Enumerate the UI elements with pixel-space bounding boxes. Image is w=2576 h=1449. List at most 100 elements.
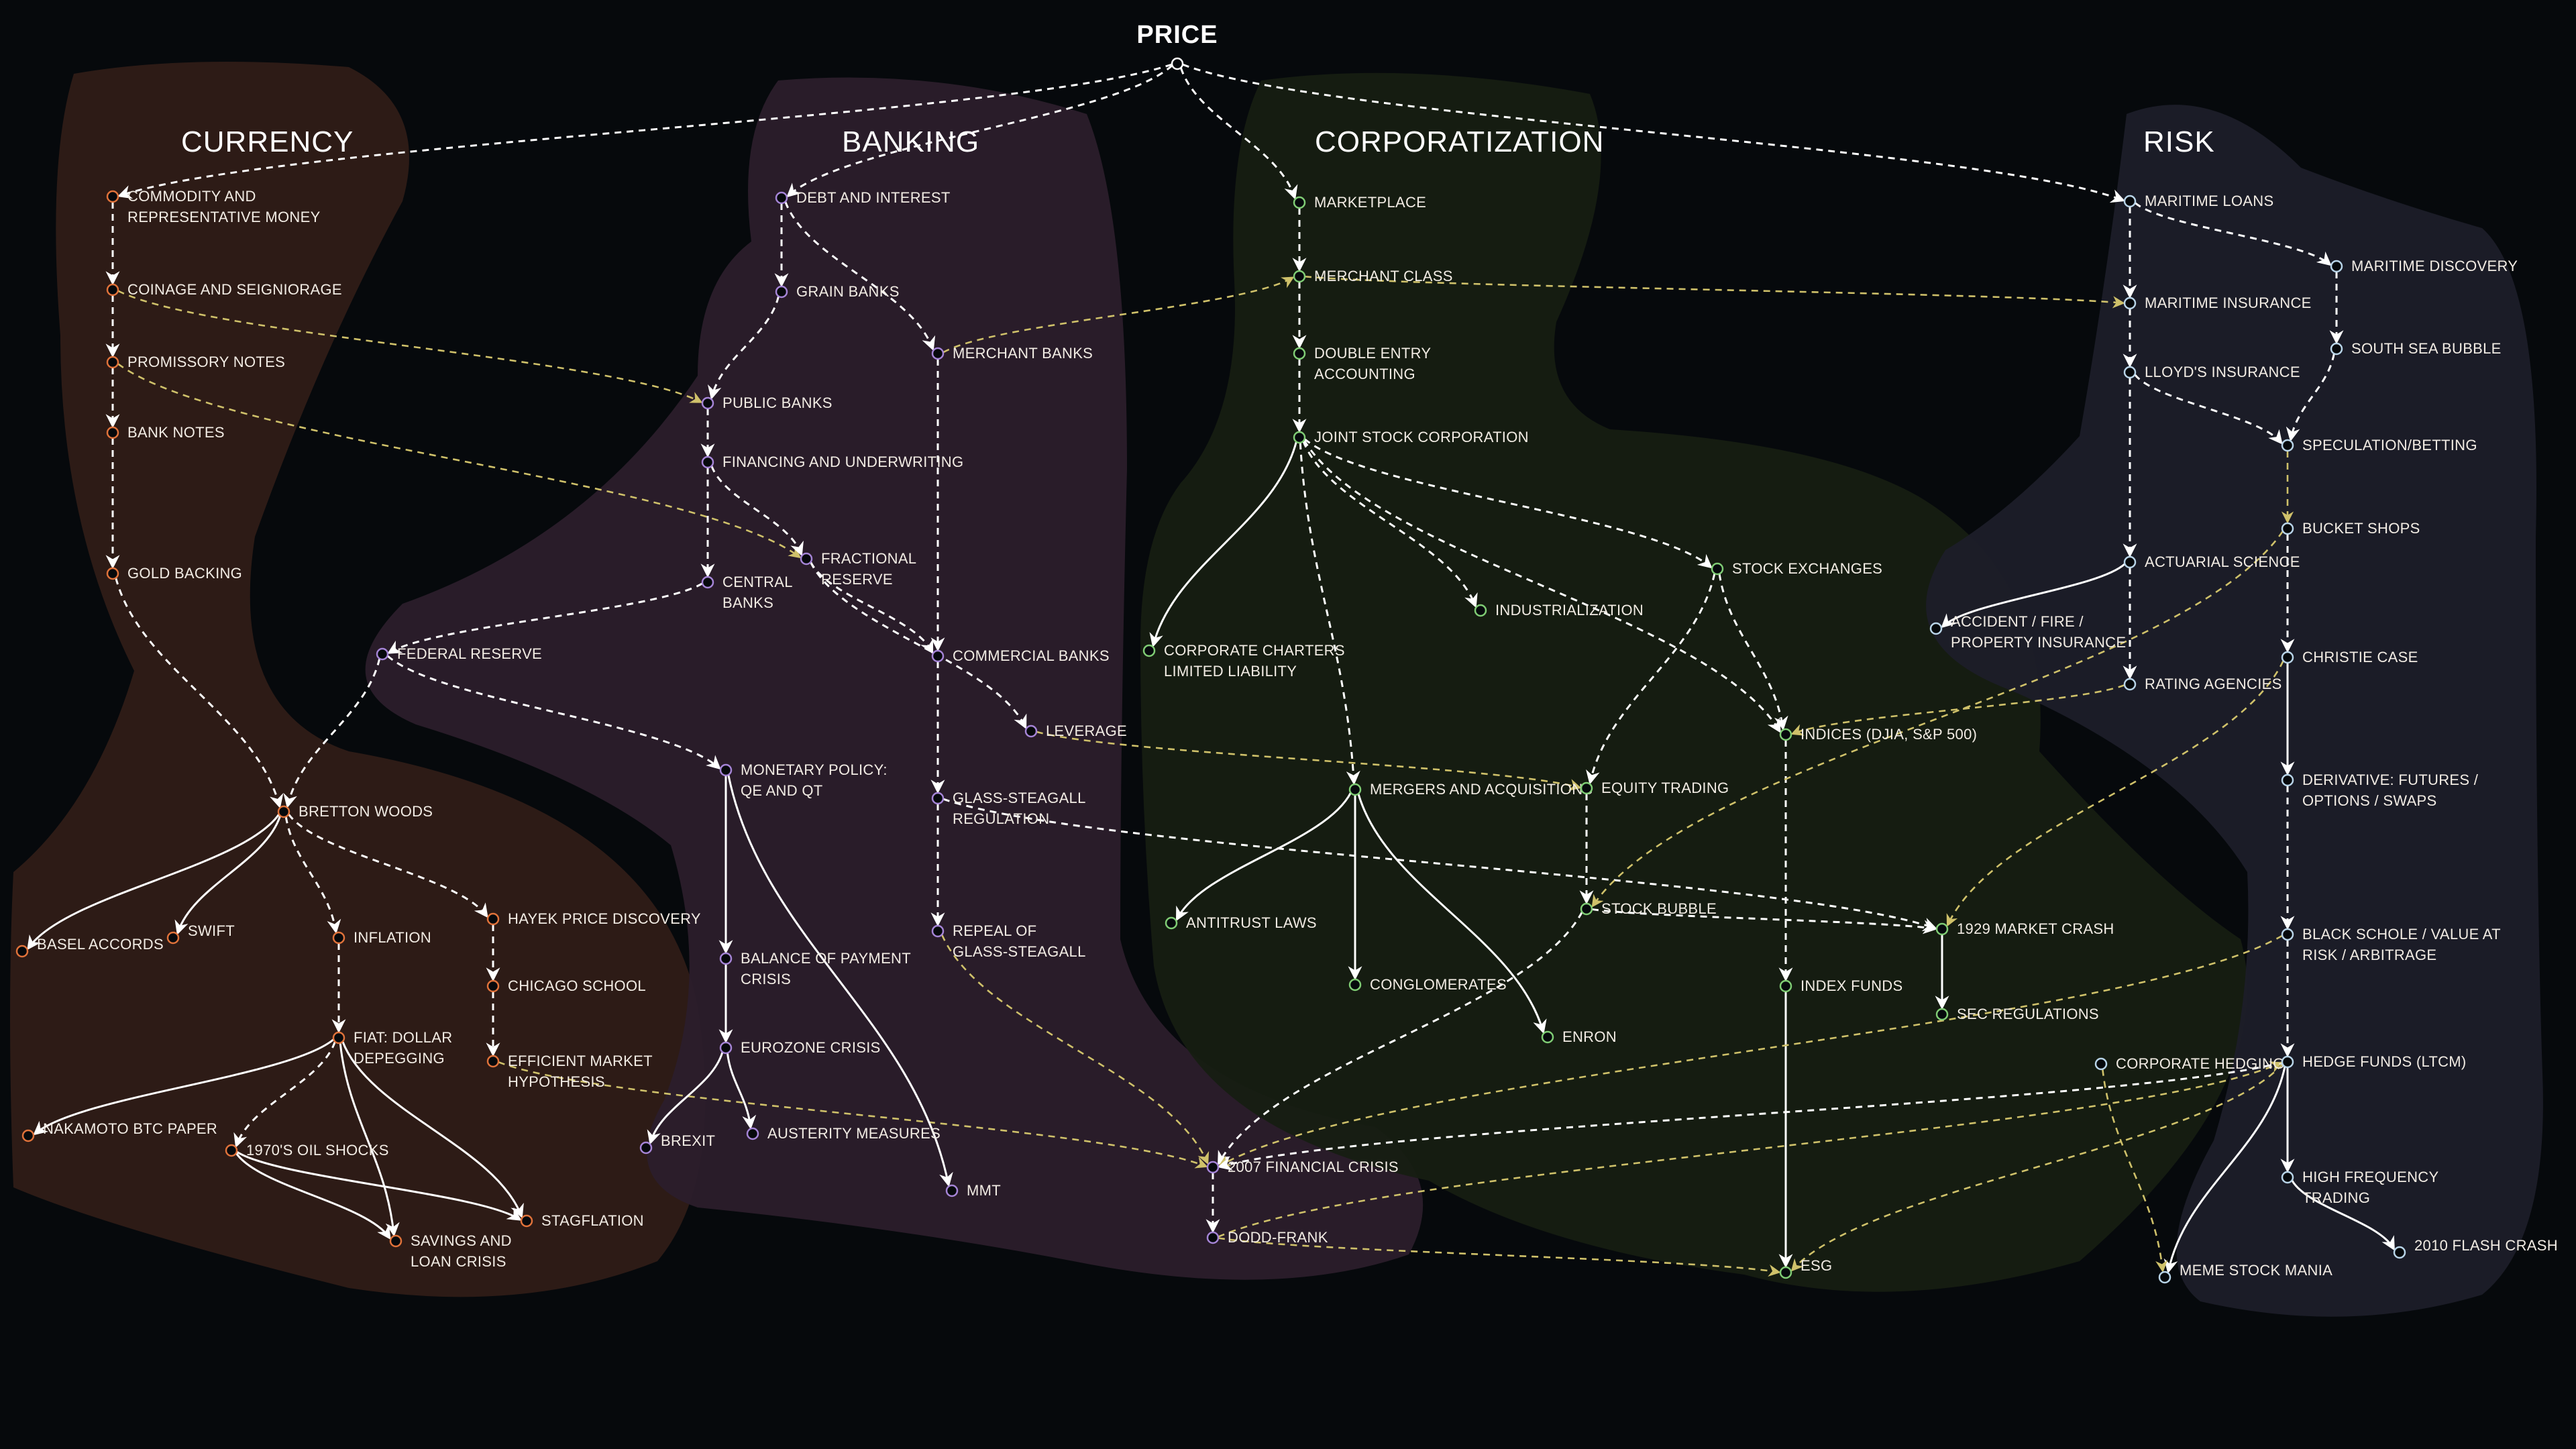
node-marker-monetary[interactable] [719, 763, 733, 777]
node-jointstock[interactable]: JOINT STOCK CORPORATION [1293, 429, 1529, 445]
node-marker-commodity[interactable] [106, 190, 119, 203]
node-marker-stagflation[interactable] [520, 1214, 533, 1228]
node-marker-doubleentry[interactable] [1293, 347, 1306, 360]
node-marker-price[interactable] [1171, 57, 1184, 70]
node-austerity[interactable]: AUSTERITY MEASURES [746, 1125, 941, 1142]
node-marker-inflation[interactable] [332, 931, 345, 945]
node-marker-actuarial[interactable] [2123, 555, 2137, 569]
node-mmt[interactable]: MMT [945, 1182, 1001, 1199]
node-grain[interactable]: GRAIN BANKS [775, 283, 900, 300]
node-commercial[interactable]: COMMERCIAL BANKS [931, 647, 1110, 664]
node-marker-leverage[interactable] [1024, 724, 1038, 738]
node-debt[interactable]: DEBT AND INTEREST [775, 189, 951, 206]
node-enron[interactable]: ENRON [1541, 1028, 1617, 1045]
node-marker-antitrust[interactable] [1165, 916, 1178, 930]
node-stagflation[interactable]: STAGFLATION [520, 1212, 644, 1229]
node-marker-hft[interactable] [2281, 1171, 2294, 1184]
node-speculation[interactable]: SPECULATION/BETTING [2281, 437, 2477, 453]
node-corphedging[interactable]: CORPORATE HEDGING [2094, 1055, 2285, 1072]
node-marker-jointstock[interactable] [1293, 431, 1306, 444]
node-doddfrank[interactable]: DODD-FRANK [1206, 1229, 1328, 1246]
node-derivative[interactable]: DERIVATIVE: FUTURES /OPTIONS / SWAPS [2281, 771, 2479, 809]
node-marker-merchantclass[interactable] [1293, 270, 1306, 283]
node-bubble[interactable]: STOCK BUBBLE [1580, 900, 1717, 917]
node-indexfunds[interactable]: INDEX FUNDS [1779, 977, 1902, 994]
node-marker-doddfrank[interactable] [1206, 1231, 1220, 1244]
node-monetary[interactable]: MONETARY POLICY:QE AND QT [719, 761, 888, 799]
node-sec[interactable]: SEC REGULATIONS [1935, 1006, 2099, 1022]
node-chicago[interactable]: CHICAGO SCHOOL [486, 977, 646, 994]
node-marker-bubble[interactable] [1580, 902, 1593, 916]
node-exchanges[interactable]: STOCK EXCHANGES [1711, 560, 1882, 577]
node-coinage[interactable]: COINAGE AND SEIGNIORAGE [106, 281, 342, 298]
node-marker-maritimeloans[interactable] [2123, 195, 2137, 208]
node-meme[interactable]: MEME STOCK MANIA [2158, 1262, 2332, 1284]
node-banknotes[interactable]: BANK NOTES [106, 424, 225, 441]
node-actuarial[interactable]: ACTUARIAL SCIENCE [2123, 553, 2300, 570]
node-marker-basel[interactable] [15, 945, 29, 958]
node-rating[interactable]: RATING AGENCIES [2123, 676, 2282, 692]
node-antitrust[interactable]: ANTITRUST LAWS [1165, 914, 1317, 931]
node-bucket[interactable]: BUCKET SHOPS [2281, 520, 2420, 537]
node-christie[interactable]: CHRISTIE CASE [2281, 649, 2418, 665]
node-marker-merchantbanks[interactable] [931, 347, 945, 360]
node-bretton[interactable]: BRETTON WOODS [277, 803, 433, 820]
node-marker-financing[interactable] [701, 455, 714, 469]
node-marker-derivative[interactable] [2281, 773, 2294, 787]
node-marker-bucket[interactable] [2281, 522, 2294, 535]
node-marker-mergers[interactable] [1348, 783, 1362, 796]
node-marker-repeal[interactable] [931, 924, 945, 938]
node-flashcrash[interactable]: 2010 FLASH CRASH [2393, 1237, 2558, 1259]
node-fed[interactable]: FEDERAL RESERVE [376, 645, 542, 662]
node-maritimeinsurance[interactable]: MARITIME INSURANCE [2123, 294, 2312, 311]
node-indices[interactable]: INDICES (DJIA, S&P 500) [1779, 726, 1977, 743]
node-marker-conglomerates[interactable] [1348, 978, 1362, 991]
node-marker-glass[interactable] [931, 792, 945, 805]
node-swift[interactable]: SWIFT [166, 922, 235, 945]
node-promissory[interactable]: PROMISSORY NOTES [106, 354, 285, 370]
node-industrialization[interactable]: INDUSTRIALIZATION [1474, 602, 1644, 619]
node-marker-equity[interactable] [1580, 782, 1593, 795]
node-price[interactable] [1171, 57, 1184, 70]
node-marker-sec[interactable] [1935, 1008, 1949, 1021]
node-marker-nakamoto[interactable] [21, 1129, 35, 1142]
node-marker-christie[interactable] [2281, 651, 2294, 664]
node-marker-eurozone[interactable] [719, 1041, 733, 1055]
node-marker-grain[interactable] [775, 285, 788, 299]
node-marker-indices[interactable] [1779, 728, 1792, 741]
node-marker-flashcrash[interactable] [2393, 1246, 2406, 1259]
node-marker-rating[interactable] [2123, 678, 2137, 691]
node-marker-brexit[interactable] [639, 1141, 653, 1155]
node-leverage[interactable]: LEVERAGE [1024, 722, 1127, 739]
node-marker-crash1929[interactable] [1935, 922, 1949, 936]
node-marker-chicago[interactable] [486, 979, 500, 993]
node-maritimediscovery[interactable]: MARITIME DISCOVERY [2330, 258, 2518, 274]
node-hayek[interactable]: HAYEK PRICE DISCOVERY [486, 910, 701, 927]
node-marker-hedgefunds[interactable] [2281, 1055, 2294, 1069]
node-marker-debt[interactable] [775, 191, 788, 205]
node-marker-austerity[interactable] [746, 1127, 759, 1140]
node-marker-mmt[interactable] [945, 1184, 959, 1197]
node-southsea[interactable]: SOUTH SEA BUBBLE [2330, 340, 2502, 357]
node-marker-bretton[interactable] [277, 805, 290, 818]
node-conglomerates[interactable]: CONGLOMERATES [1348, 976, 1507, 993]
node-marker-bop[interactable] [719, 952, 733, 965]
node-marker-exchanges[interactable] [1711, 562, 1724, 576]
node-marker-lloyds[interactable] [2123, 366, 2137, 379]
node-lloyds[interactable]: LLOYD'S INSURANCE [2123, 364, 2300, 380]
node-marker-southsea[interactable] [2330, 342, 2343, 356]
node-marker-publicbanks[interactable] [701, 396, 714, 410]
node-mergers[interactable]: MERGERS AND ACQUISITIONS [1348, 781, 1593, 798]
node-marker-blackscholes[interactable] [2281, 928, 2294, 941]
node-marker-swift[interactable] [166, 931, 180, 945]
node-crash1929[interactable]: 1929 MARKET CRASH [1935, 920, 2114, 937]
node-marker-charters[interactable] [1142, 644, 1156, 657]
node-marker-hayek[interactable] [486, 912, 500, 926]
